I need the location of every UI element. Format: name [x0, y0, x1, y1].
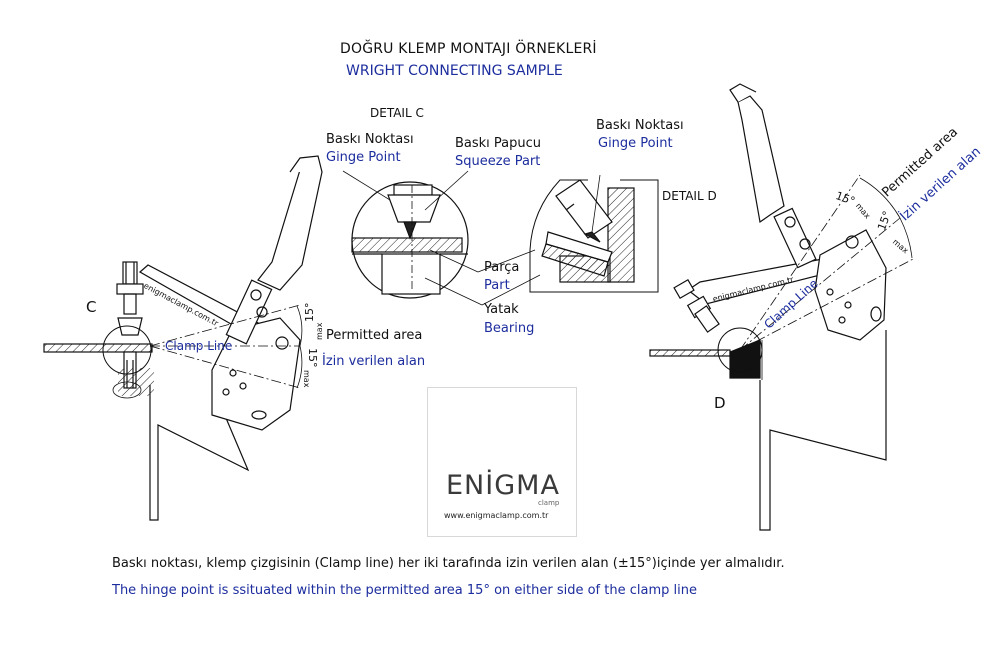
marker-c: C — [86, 298, 97, 316]
detail-c-squeeze-tr: Baskı Papucu — [455, 136, 542, 151]
detail-d-press-point-tr: Baskı Noktası — [596, 118, 684, 133]
detail-c-press-point-tr: Baskı Noktası — [326, 132, 414, 147]
detail-d-press-point-en: Ginge Point — [598, 136, 673, 151]
right-clamp-drawing — [649, 83, 916, 531]
logo-sub: clamp — [538, 499, 560, 507]
detail-c-drawing — [342, 170, 541, 306]
title-turkish: DOĞRU KLEMP MONTAJI ÖRNEKLERİ — [340, 41, 597, 57]
detail-c-bearing-tr: Yatak — [484, 302, 519, 317]
left-angle-bottom: 15° — [306, 348, 319, 368]
detail-c-squeeze-en: Squeeze Part — [455, 154, 541, 169]
logo-url: www.enigmaclamp.com.tr — [444, 511, 549, 520]
detail-c-bearing-en: Bearing — [484, 321, 535, 336]
footer-english: The hinge point is ssituated within the … — [112, 583, 697, 598]
marker-d: D — [714, 394, 726, 412]
enigma-logo-box: ENİGMA clamp www.enigmaclamp.com.tr — [427, 387, 577, 537]
detail-c-heading: DETAIL C — [370, 106, 424, 120]
left-angle-top: 15° — [303, 302, 316, 323]
title-english: WRIGHT CONNECTING SAMPLE — [346, 63, 563, 79]
logo-brand: ENİGMA — [446, 470, 560, 501]
left-izin-alan: İzin verilen alan — [322, 354, 426, 369]
footer-turkish: Baskı noktası, klemp çizgisinin (Clamp l… — [112, 556, 785, 571]
left-clamp-drawing — [43, 155, 323, 521]
left-permitted-area: Permitted area — [326, 328, 423, 343]
detail-c-part-en: Part — [484, 278, 510, 293]
left-max-bottom: max — [302, 370, 311, 388]
left-clamp-line-label: Clamp Line — [165, 339, 233, 353]
detail-c-part-tr: Parça — [484, 260, 520, 275]
left-max-top: max — [315, 322, 324, 340]
detail-d-heading: DETAIL D — [662, 189, 717, 203]
detail-c-press-point-en: Ginge Point — [326, 150, 401, 165]
detail-d-drawing — [529, 174, 659, 293]
